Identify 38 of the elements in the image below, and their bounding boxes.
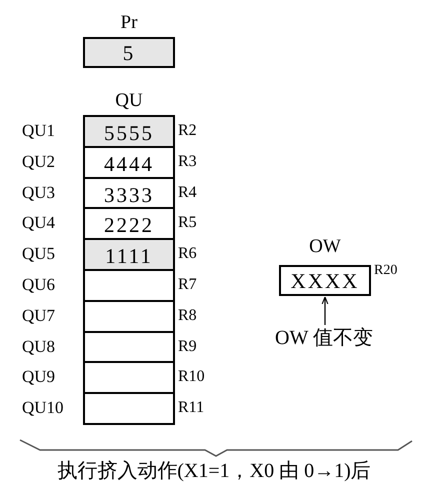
- register-cell: 5555: [83, 115, 175, 148]
- value-box: XXXX: [279, 265, 371, 296]
- value-box: 5: [83, 37, 175, 68]
- row-label: QU10: [22, 398, 64, 418]
- register-address: R3: [178, 152, 197, 172]
- register-address: R6: [178, 244, 197, 264]
- register-address: R11: [178, 398, 204, 418]
- register-cell: 3333: [83, 176, 175, 210]
- register-label: OW: [308, 236, 342, 258]
- register-address: R20: [374, 262, 398, 280]
- caption: 执行挤入动作(X1=1，X0 由 0→1)后: [56, 459, 372, 484]
- register-cell: [83, 269, 175, 302]
- row-label: QU9: [22, 367, 56, 388]
- register-address: R7: [178, 275, 197, 295]
- register-address: R2: [178, 121, 197, 141]
- register-cell: 1111: [83, 238, 175, 271]
- register-cell: [83, 330, 175, 364]
- note-text: OW 值不变: [254, 326, 394, 350]
- row-label: QU6: [22, 275, 56, 295]
- register-address: R4: [178, 182, 197, 203]
- row-label: QU8: [22, 336, 56, 357]
- row-label: QU3: [22, 182, 56, 203]
- register-cell: [83, 392, 175, 425]
- register-address: R5: [178, 213, 197, 234]
- register-cell: 4444: [83, 146, 175, 179]
- row-label: QU5: [22, 244, 56, 264]
- register-label: QU: [114, 90, 144, 112]
- register-address: R10: [178, 367, 205, 388]
- row-label: QU7: [22, 306, 56, 326]
- arrow: [322, 296, 328, 325]
- register-label: Pr: [120, 12, 138, 34]
- row-label: QU2: [22, 152, 56, 172]
- row-label: QU1: [22, 121, 56, 141]
- register-cell: [83, 300, 175, 333]
- row-label: QU4: [22, 213, 56, 234]
- register-address: R8: [178, 306, 197, 326]
- register-cell: [83, 361, 175, 394]
- register-address: R9: [178, 336, 197, 357]
